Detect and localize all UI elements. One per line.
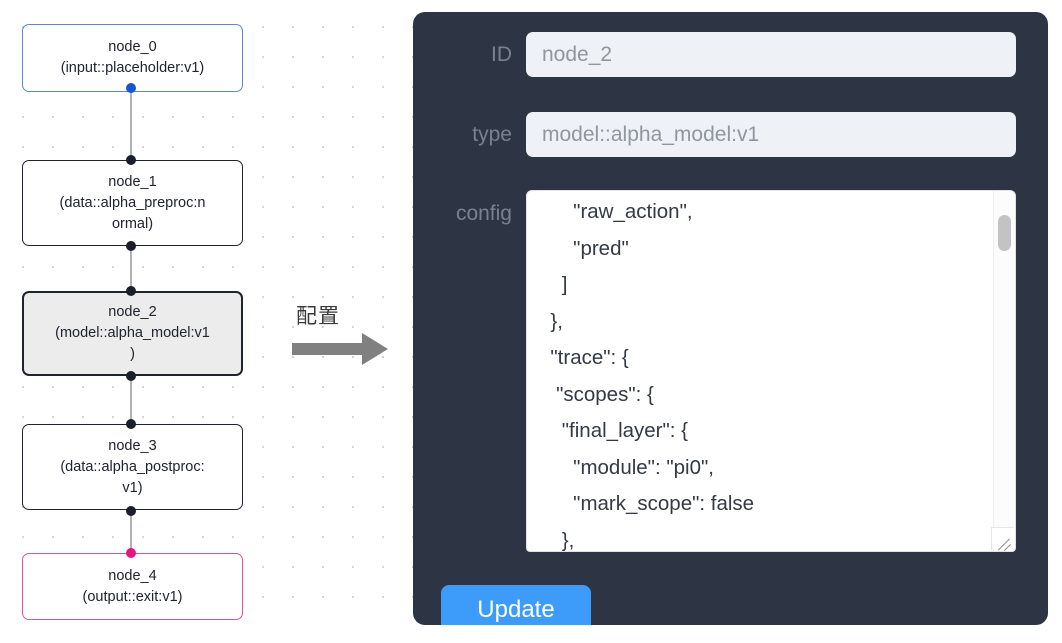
node-port-node_1-in[interactable] [126, 155, 136, 165]
graph-node-node_3[interactable]: node_3 (data::alpha_postproc: v1) [22, 424, 243, 510]
field-row-config: config "raw_action", "pred" ] }, "trace"… [413, 190, 1016, 552]
config-textarea[interactable]: "raw_action", "pred" ] }, "trace": { "sc… [526, 190, 1016, 552]
graph-node-label: node_4 (output::exit:v1) [82, 567, 183, 605]
arrow-right-icon [292, 333, 388, 365]
node-port-node_4-in[interactable] [126, 548, 136, 558]
id-field-label: ID [491, 42, 512, 66]
graph-node-node_0[interactable]: node_0 (input::placeholder:v1) [22, 24, 243, 92]
graph-node-label: node_2 (model::alpha_model:v1 ) [55, 304, 210, 362]
graph-node-node_4[interactable]: node_4 (output::exit:v1) [22, 553, 243, 620]
graph-node-label: node_1 (data::alpha_preproc:n ormal) [59, 173, 206, 232]
node-config-panel: ID type config "raw_action", "pred" ] },… [413, 12, 1048, 625]
config-scrollbar-thumb[interactable] [998, 215, 1011, 251]
config-scrollbar[interactable] [993, 191, 1015, 551]
field-row-id: ID [413, 32, 1016, 77]
canvas-bottom-strip [0, 625, 1062, 643]
field-row-type: type [413, 112, 1016, 157]
arrow-label: 配置 [296, 304, 340, 328]
graph-node-label: node_3 (data::alpha_postproc: v1) [60, 437, 205, 496]
config-textarea-content[interactable]: "raw_action", "pred" ] }, "trace": { "sc… [550, 200, 755, 552]
type-field-label: type [472, 122, 512, 146]
graph-node-node_1[interactable]: node_1 (data::alpha_preproc:n ormal) [22, 160, 243, 246]
graph-node-label: node_0 (input::placeholder:v1) [60, 39, 205, 76]
node-port-node_2-in[interactable] [126, 286, 136, 296]
graph-node-node_2[interactable]: node_2 (model::alpha_model:v1 ) [22, 291, 243, 376]
edge-node3-node4 [130, 511, 132, 553]
type-input[interactable] [526, 112, 1016, 157]
edge-node2-node3 [130, 375, 132, 419]
config-resize-handle[interactable] [991, 527, 1014, 550]
edge-node1-node2 [130, 246, 132, 292]
node-port-node_0-out[interactable] [126, 83, 136, 93]
node-port-node_3-out[interactable] [126, 506, 136, 516]
id-input[interactable] [526, 32, 1016, 77]
node-port-node_2-out[interactable] [126, 371, 136, 381]
config-field-label: config [455, 202, 512, 225]
edge-node0-node1 [130, 88, 132, 160]
node-port-node_1-out[interactable] [126, 241, 136, 251]
update-button[interactable]: Update [441, 585, 591, 625]
node-port-node_3-in[interactable] [126, 419, 136, 429]
